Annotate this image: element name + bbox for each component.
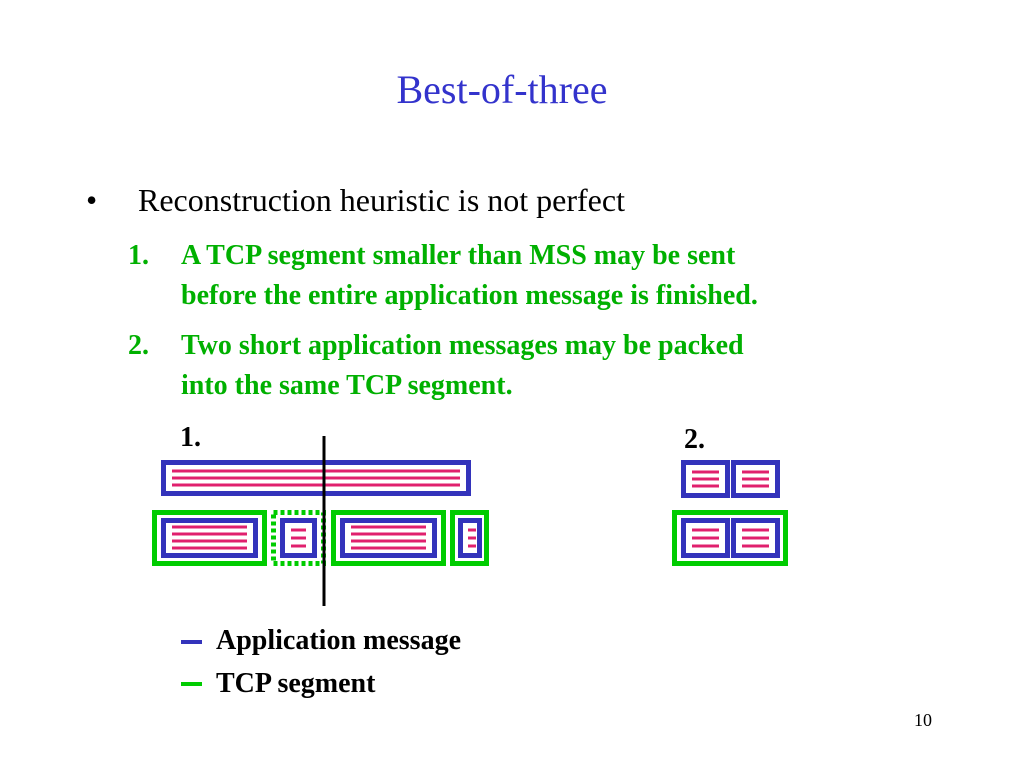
subpoint-2-text: Two short application messages may be pa… [181,326,981,406]
case-1-application-message [161,460,471,496]
payload-lines [172,469,460,487]
subpoint-1-line-1: A TCP segment smaller than MSS may be se… [181,240,736,271]
case-1-tcp-segment-1 [152,510,267,566]
case-1-tcp-segment-small-dotted [271,510,326,566]
legend-application-message-swatch [181,640,202,644]
slide-title: Best-of-three [396,67,608,112]
bullet-text: Reconstruction heuristic is not perfect [138,182,625,218]
case-2-label: 2. [684,424,705,455]
case-1-tcp-segment-2 [331,510,446,566]
subpoint-1-text: A TCP segment smaller than MSS may be se… [181,236,981,316]
page-number: 10 [914,710,932,730]
subpoint-2-number: 2. [128,330,149,361]
subpoint-2-line-2: into the same TCP segment. [181,370,513,401]
legend-tcp-segment-swatch [181,682,202,686]
subpoint-1-number: 1. [128,240,149,271]
case-2-tcp-segment [672,510,788,566]
case-1-tcp-segment-3 [450,510,489,566]
legend-tcp-segment-label: TCP segment [216,668,376,699]
case-1-label: 1. [180,422,201,453]
subpoint-2-line-1: Two short application messages may be pa… [181,330,744,361]
bullet-marker: • [86,182,98,218]
legend-application-message-label: Application message [216,625,461,656]
subpoint-1-line-2: before the entire application message is… [181,280,758,311]
case-2-application-messages [681,460,780,498]
